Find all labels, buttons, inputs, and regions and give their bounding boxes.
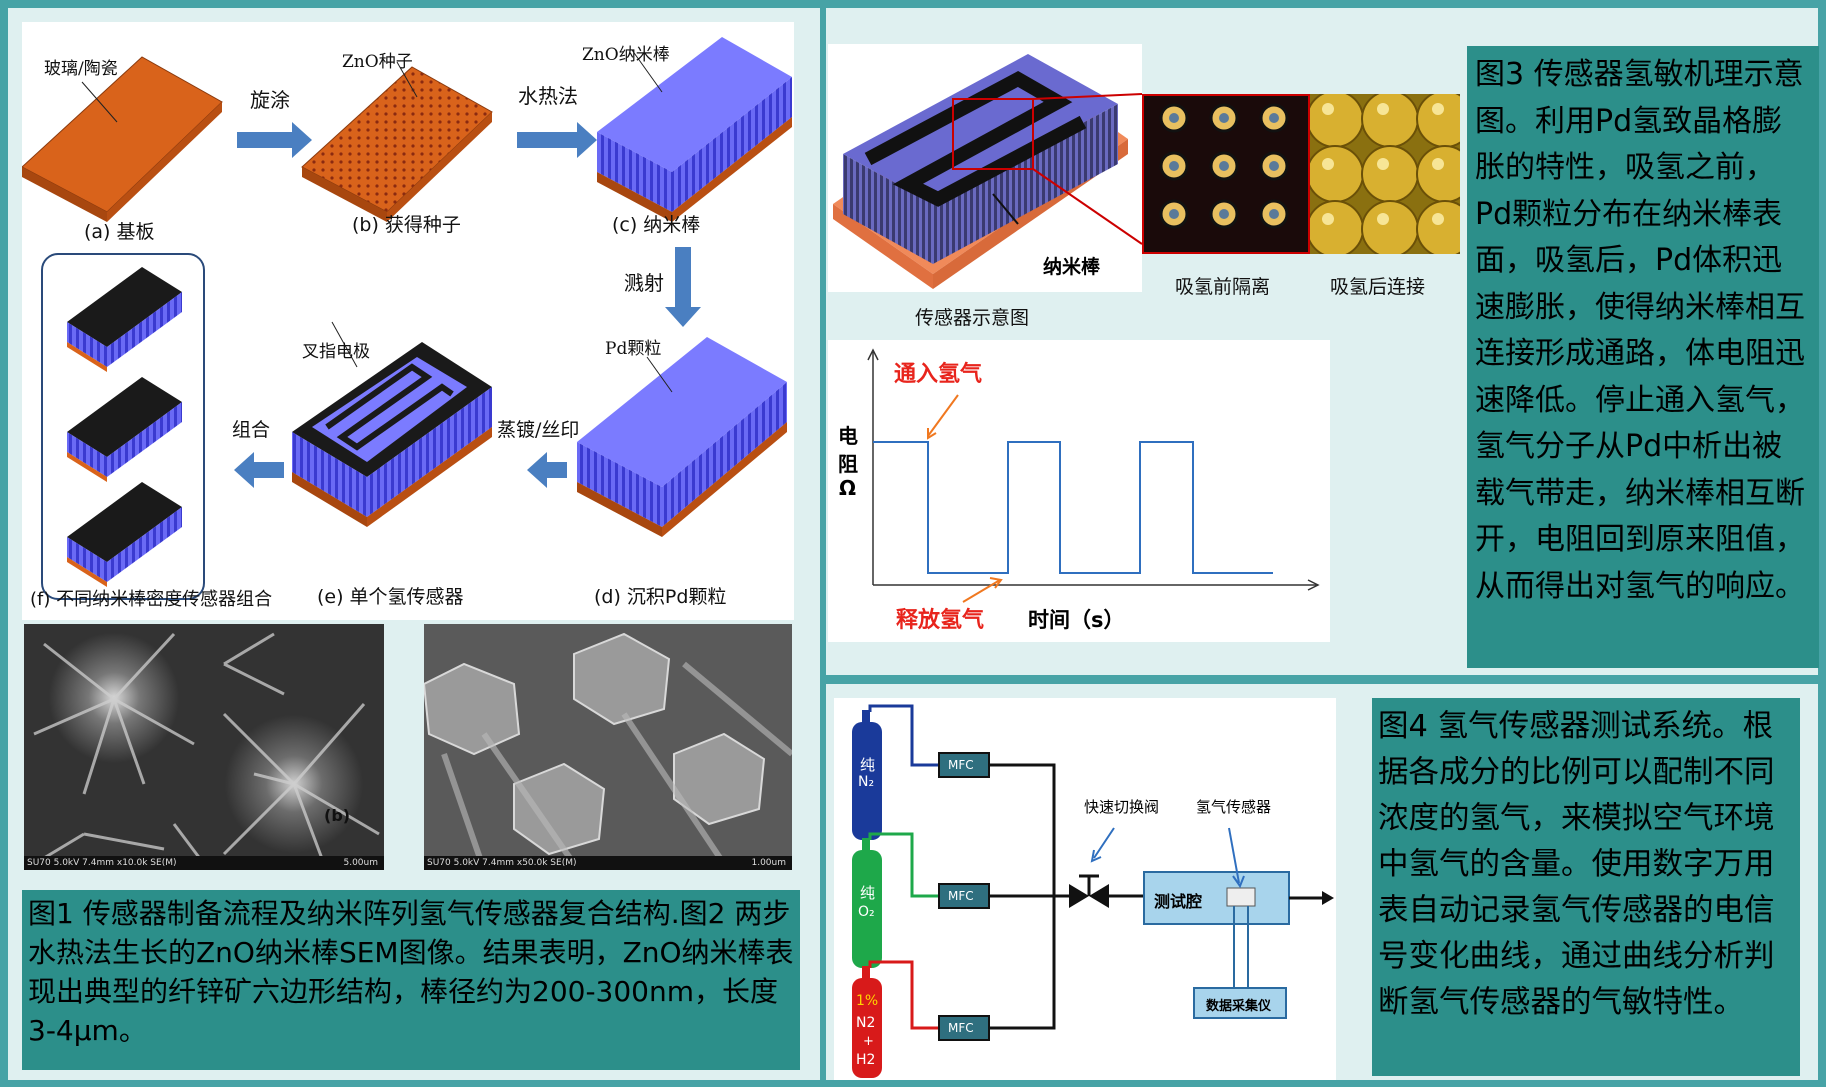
sensor-f3 [67,482,182,587]
combo-box [41,253,205,600]
h2-label-4: H2 [856,1052,876,1068]
fig1-graphics [21,37,792,600]
resistance-plot: 电 阻 Ω 通入氢气 释放氢气 时间（s） [828,340,1330,642]
daq-label: 数据采集仪 [1206,999,1272,1014]
caption-e: (e) 单个氢传感器 [317,586,464,608]
h2-label-2: N2 [856,1015,876,1031]
sem-left-texture [33,632,380,866]
pd-after-image [1310,94,1460,254]
fig3-sensor-graphic [833,54,1143,289]
sensor-label: 氢气传感器 [1196,798,1272,816]
pd-before-image [1142,94,1310,254]
off-arrow [962,579,1001,603]
mfc-box-2 [938,883,990,909]
o2-label-1: 纯 [860,884,876,902]
mfc-label-2: MFC [948,889,974,903]
caption-c: (c) 纳米棒 [612,214,701,236]
sem-right-texture [424,632,792,870]
label-zno-seed: ZnO种子 [342,52,413,72]
cylinder-h2 [852,966,882,1078]
label-after: 吸氢后连接 [1330,276,1426,298]
chamber-label: 测试腔 [1154,892,1203,911]
label-zno-nanorod: ZnO纳米棒 [582,45,670,65]
plot-ylabel-3: Ω [839,476,857,500]
arrow-spin [237,122,312,158]
arrow-evap [527,452,567,488]
sensor-e [292,321,492,527]
mfc-box-1 [938,752,990,778]
sem-right-info: SU70 5.0kV 7.4mm x50.0k SE(M) [427,858,577,868]
caption-a: (a) 基板 [84,221,155,243]
nanorods-d [577,337,787,537]
arrow-sputter [665,247,701,327]
label-substrate: 玻璃/陶瓷 [44,59,118,79]
arrow-combine [234,452,284,488]
mfc-box-3 [938,1015,990,1041]
pd-before-graphic [1159,103,1289,229]
substrate-a [21,56,223,222]
plot-on-label: 通入氢气 [894,362,983,387]
sensor-f1 [67,267,182,372]
caption-fig1-2: 图1 传感器制备流程及纳米阵列氢气传感器复合结构.图2 两步水热法生长的ZnO纳… [22,890,800,1070]
nanorods-c [597,37,792,222]
pd-after-graphic [1310,94,1460,254]
label-before: 吸氢前隔离 [1175,276,1271,298]
sem-image-right: SU70 5.0kV 7.4mm x50.0k SE(M) 1.00um [424,624,792,870]
cylinder-n2 [852,710,882,840]
h2-label-3: + [863,1034,874,1049]
sem-image-left: SU70 5.0kV 7.4mm x10.0k SE(M) 5.00um (b) [24,624,384,870]
label-sensor-schematic: 传感器示意图 [915,307,1030,329]
label-step-spin: 旋涂 [250,88,290,112]
sem-left-scale: 5.00um [343,858,378,868]
switch-valve-icon [1069,874,1109,908]
caption-fig3-text: 图3 传感器氢敏机理示意图。利用Pd氢致晶格膨胀的特性，吸氢之前，Pd颗粒分布在… [1475,57,1805,604]
resistance-signal [873,441,1273,574]
fig1-process-diagram: 玻璃/陶瓷 ZnO种子 ZnO纳米棒 旋涂 水热法 溅射 Pd颗粒 叉指电极 蒸… [21,22,794,620]
substrate-b [301,61,493,222]
label-interdigital: 叉指电极 [302,342,370,362]
n2-label-1: 纯 [860,756,876,774]
sem-left-info: SU70 5.0kV 7.4mm x10.0k SE(M) [27,858,177,868]
caption-b: (b) 获得种子 [352,214,461,236]
label-step-sputter: 溅射 [624,271,664,295]
resistance-plot-graphic [867,348,1320,603]
caption-fig4-text: 图4 氢气传感器测试系统。根据各成分的比例可以配制不同浓度的氢气，来模拟空气环境… [1378,709,1775,1020]
valve-label: 快速切换阀 [1084,798,1160,816]
mfc-label-3: MFC [948,1021,974,1035]
daq-box [1193,987,1287,1019]
label-step-hydro: 水热法 [518,84,578,108]
sem-right-scale: 1.00um [751,858,786,868]
cylinder-o2 [852,838,882,968]
sem-left-infobar: SU70 5.0kV 7.4mm x10.0k SE(M) 5.00um [24,856,384,870]
label-pd: Pd颗粒 [605,339,662,359]
caption-fig3: 图3 传感器氢敏机理示意图。利用Pd氢致晶格膨胀的特性，吸氢之前，Pd颗粒分布在… [1467,46,1819,668]
caption-fig1-2-text: 图1 传感器制备流程及纳米阵列氢气传感器复合结构.图2 两步水热法生长的ZnO纳… [28,897,794,1047]
sensor-element [1226,887,1256,907]
plot-ylabel-2: 阻 [838,452,858,476]
caption-f: (f) 不同纳米棒密度传感器组合 [30,589,273,610]
caption-d: (d) 沉积Pd颗粒 [594,586,727,608]
sem-left-mark: (b) [324,806,351,825]
fig4-test-system: 纯 N₂ 纯 O₂ 1% N2 + H2 MFC MFC MFC 快速切换阀 氢… [834,698,1336,1080]
caption-fig4: 图4 氢气传感器测试系统。根据各成分的比例可以配制不同浓度的氢气，来模拟空气环境… [1372,698,1800,1076]
label-step-evap: 蒸镀/丝印 [497,419,580,441]
h2-label-1: 1% [856,993,879,1009]
sensor-f2 [67,377,182,482]
arrow-hydro [517,122,597,158]
mfc-label-1: MFC [948,758,974,772]
plot-xlabel: 时间（s） [1028,608,1125,632]
n2-label-2: N₂ [858,774,875,790]
test-chamber [1143,871,1290,925]
plot-ylabel-1: 电 [838,424,858,448]
fig4-graphic [852,704,1334,1078]
fig3-sensor-illustration: 纳米棒 [828,44,1143,292]
on-arrow [927,394,959,437]
o2-label-2: O₂ [858,904,875,920]
plot-off-label: 释放氢气 [896,608,985,633]
sem-right-infobar: SU70 5.0kV 7.4mm x50.0k SE(M) 1.00um [424,856,792,870]
label-step-combine: 组合 [232,419,271,441]
label-nanorod: 纳米棒 [1043,256,1101,278]
